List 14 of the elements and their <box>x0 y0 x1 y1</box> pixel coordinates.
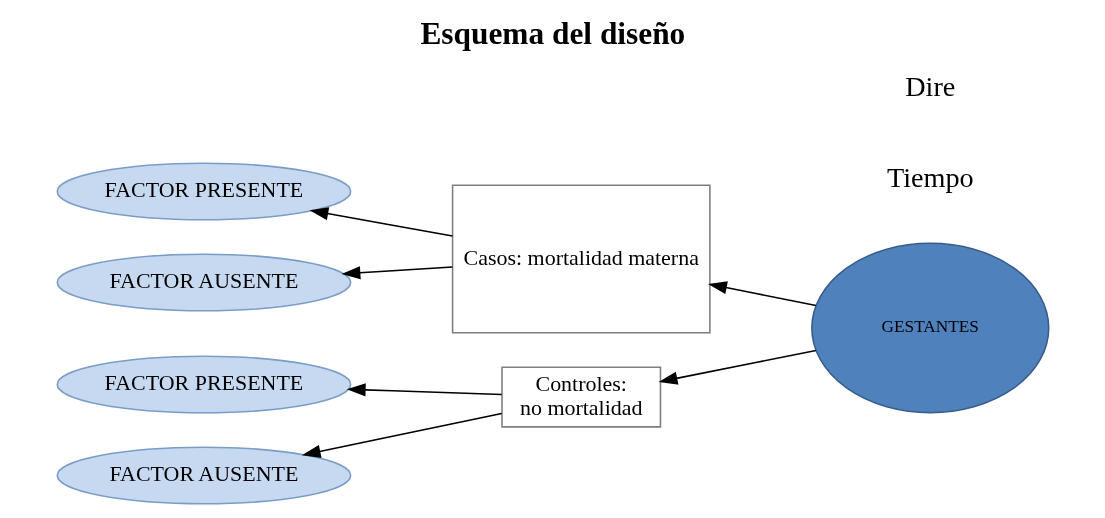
label: Dire <box>904 71 955 103</box>
label: Tiempo <box>886 162 974 194</box>
arrow <box>309 207 453 237</box>
arrow <box>346 383 502 397</box>
node-box: Casos: mortalidad materna <box>451 184 711 334</box>
node-ellipse: GESTANTES <box>810 242 1049 414</box>
arrow <box>341 266 453 280</box>
node-ellipse: FACTOR AUSENTE <box>56 253 351 312</box>
arrow <box>707 281 817 307</box>
arrow <box>301 412 502 458</box>
diagram-title: Esquema del diseño <box>419 16 685 52</box>
arrow <box>658 349 817 385</box>
node-box: Controles: no mortalidad <box>500 366 661 428</box>
node-ellipse: FACTOR PRESENTE <box>56 355 351 414</box>
